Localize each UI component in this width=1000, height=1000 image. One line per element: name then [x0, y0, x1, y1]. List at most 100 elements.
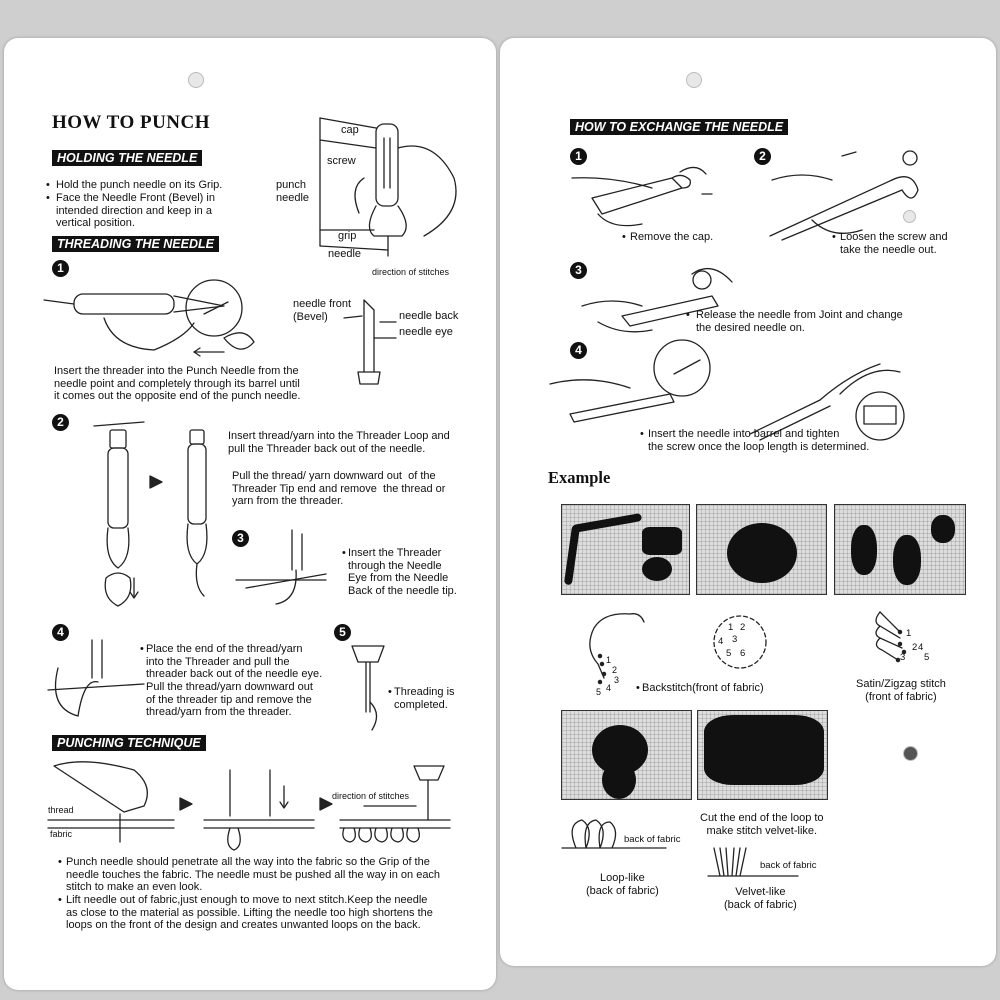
needle-tip-illustration: [343, 299, 397, 385]
label-thread: thread: [48, 805, 74, 815]
example-photo-filled: [696, 504, 827, 595]
left-instruction-card: HOW TO PUNCH HOLDING THE NEEDLE • Hold t…: [4, 38, 496, 990]
satin-stitch-diagram: [875, 611, 907, 663]
example-title: Example: [548, 468, 611, 487]
punch-needle-diagram: [319, 117, 457, 257]
right-instruction-card: HOW TO EXCHANGE THE NEEDLE 1 Remove the …: [500, 38, 996, 966]
bullet-item: •: [636, 682, 640, 694]
step-4a-text: Place the end of the thread/yarn into th…: [146, 643, 323, 680]
digit: 5: [726, 648, 732, 659]
bullet-item: •: [58, 856, 62, 868]
holding-bullet-2: Face the Needle Front (Bevel) in intende…: [56, 192, 215, 229]
bullet-item: •: [622, 231, 626, 243]
bullet-item: •: [388, 686, 392, 698]
back-of-fabric-label-1: back of fabric: [624, 834, 681, 845]
exchange-step-number-4: 4: [570, 342, 587, 359]
section-heading-threading: THREADING THE NEEDLE: [52, 236, 219, 252]
punching-bullet-1: Punch needle should penetrate all the wa…: [66, 856, 441, 893]
hanging-hole: [903, 210, 916, 223]
bullet-item: •: [640, 428, 644, 440]
punching-technique-illustration: [47, 761, 451, 851]
label-fabric: fabric: [50, 829, 73, 839]
digit: 1: [728, 622, 734, 633]
needle-eye-threading-illustration: [235, 529, 327, 605]
digit: 5: [924, 652, 930, 663]
digit: 3: [900, 652, 906, 663]
digit: 5: [596, 687, 602, 697]
step-3-text: Insert the Threader through the Needle E…: [348, 547, 457, 597]
loop-like-diagram: [561, 819, 667, 849]
change-needle-illustration: [581, 267, 733, 333]
label-screw: screw: [327, 155, 356, 167]
label-punch-direction: direction of stitches: [332, 791, 410, 801]
digit: 2: [612, 665, 618, 675]
step-2a-text: Insert thread/yarn into the Threader Loo…: [228, 430, 450, 455]
loosen-screw-illustration: [769, 150, 919, 241]
label-needle: needle: [328, 248, 362, 260]
punching-bullet-2: Lift needle out of fabric,just enough to…: [66, 894, 433, 931]
threaded-needle-illustration: [351, 645, 385, 731]
page-title: HOW TO PUNCH: [52, 112, 211, 133]
velvet-like-diagram: [707, 847, 799, 877]
digit: 2: [740, 622, 746, 633]
step-number-4: 4: [52, 624, 69, 641]
exchange-step-2-text: Loosen the screw and take the needle out…: [840, 231, 948, 256]
threader-loop-illustration: [93, 421, 208, 607]
exchange-step-4-text: Insert the needle into barrel and tighte…: [648, 428, 870, 453]
insert-needle-illustration: [549, 339, 905, 441]
satin-caption: Satin/Zigzag stitch (front of fabric): [856, 678, 946, 703]
section-heading-exchange: HOW TO EXCHANGE THE NEEDLE: [570, 119, 789, 135]
remove-cap-illustration: [571, 166, 713, 227]
label-needle-back: needle back: [399, 310, 459, 322]
exchange-step-number-3: 3: [570, 262, 587, 279]
bullet-item: •: [832, 231, 836, 243]
hanging-hole: [188, 72, 204, 88]
exchange-step-1-text: Remove the cap.: [630, 231, 714, 243]
bullet-item: •: [46, 192, 50, 204]
step-5-text: Threading is completed.: [394, 686, 455, 711]
digit: 6: [740, 648, 746, 659]
digit: 1: [606, 655, 612, 665]
bullet-item: •: [46, 179, 50, 191]
label-needle-eye: needle eye: [399, 326, 453, 338]
bullet-item: •: [686, 309, 690, 321]
hanging-hole: [686, 72, 702, 88]
exchange-step-3-text: Release the needle from Joint and change…: [696, 309, 903, 334]
example-photo-velvet-like: [697, 710, 828, 800]
holding-bullet-1: Hold the punch needle on its Grip.: [56, 179, 223, 191]
label-cap: cap: [341, 124, 359, 136]
label-punch-needle: punch needle: [276, 179, 310, 204]
backstitch-diagram: [589, 613, 645, 685]
example-photo-satin: [834, 504, 966, 595]
back-of-fabric-label-2: back of fabric: [760, 860, 817, 871]
label-direction-of-stitches: direction of stitches: [372, 267, 450, 277]
digit: 4: [606, 683, 612, 693]
digit: 3: [732, 634, 738, 645]
bullet-item: •: [140, 643, 144, 655]
step-number-5: 5: [334, 624, 351, 641]
digit: 4: [918, 642, 924, 653]
backstitch-caption: Backstitch(front of fabric): [642, 682, 764, 694]
digit: 3: [614, 675, 620, 685]
label-needle-front: needle front (Bevel): [293, 298, 352, 323]
hanging-hole: [903, 746, 918, 761]
step-4b-text: Pull the thread/yarn downward out of the…: [146, 681, 313, 718]
step-number-1: 1: [52, 260, 69, 277]
bullet-item: •: [58, 894, 62, 906]
step-1-text: Insert the threader into the Punch Needl…: [54, 365, 301, 402]
section-heading-punching: PUNCHING TECHNIQUE: [52, 735, 206, 751]
cut-loop-caption: Cut the end of the loop to make stitch v…: [700, 812, 824, 837]
example-photo-loop-like: [561, 710, 692, 800]
loop-like-caption: Loop-like (back of fabric): [586, 872, 659, 897]
section-heading-holding: HOLDING THE NEEDLE: [52, 150, 203, 166]
step-number-3: 3: [232, 530, 249, 547]
velvet-like-caption: Velvet-like (back of fabric): [724, 886, 797, 911]
threader-pull-illustration: [47, 639, 145, 717]
label-grip: grip: [338, 230, 357, 242]
digit: 2: [912, 642, 918, 653]
example-photo-backstitch: [561, 504, 690, 595]
step-number-2: 2: [52, 414, 69, 431]
threader-insert-illustration: [43, 279, 255, 357]
bullet-item: •: [342, 547, 346, 559]
exchange-step-number-2: 2: [754, 148, 771, 165]
